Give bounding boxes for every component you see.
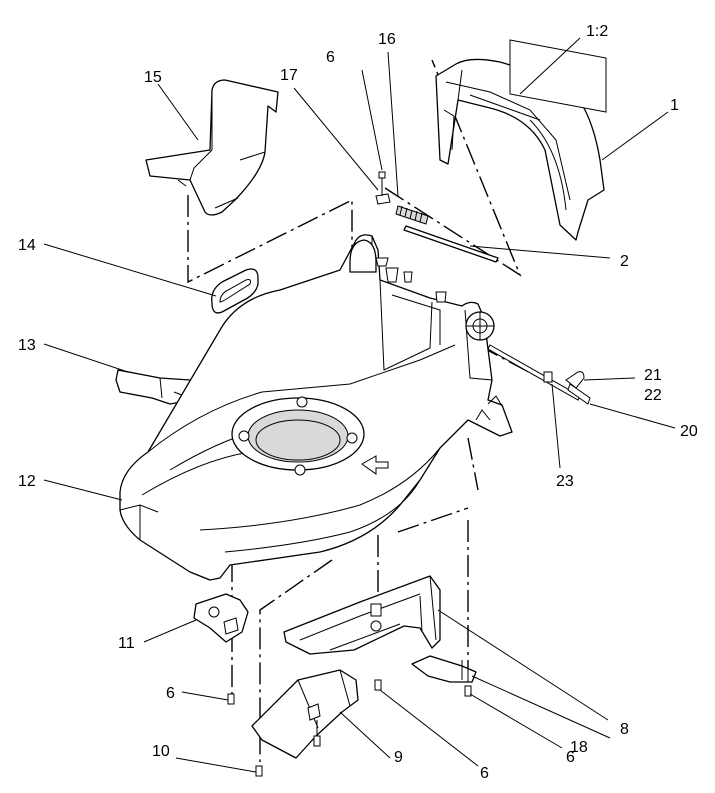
- callout-1-2: 1:2: [586, 23, 608, 40]
- part-16-spring: [395, 205, 429, 225]
- part-14-grommet: [211, 268, 259, 314]
- callout-1: 1: [670, 97, 679, 114]
- callout-2: 2: [620, 253, 629, 270]
- callout-22: 22: [644, 387, 662, 404]
- part-21-lever: [565, 371, 591, 405]
- callout-21: 21: [644, 367, 662, 384]
- part-23-axle: [487, 344, 581, 401]
- callout-6-right: 6: [566, 749, 575, 766]
- callout-6-top: 6: [326, 49, 335, 66]
- part-12-deck-housing: [119, 234, 513, 581]
- part-18-bracket: [411, 655, 477, 683]
- callout-12: 12: [18, 473, 36, 490]
- callout-6-left: 6: [166, 685, 175, 702]
- part-2-rod: [403, 225, 499, 263]
- part-11-pivot-block: [193, 593, 249, 643]
- callout-16: 16: [378, 31, 396, 48]
- callout-11: 11: [118, 635, 135, 652]
- callout-14: 14: [18, 237, 36, 254]
- callout-leader-lines: [43, 37, 676, 773]
- callout-10: 10: [152, 743, 170, 760]
- callout-15: 15: [144, 69, 162, 86]
- part-1-2-decal: [509, 39, 607, 113]
- callout-17: 17: [280, 67, 298, 84]
- callout-20: 20: [680, 423, 698, 440]
- callout-6-bottom: 6: [480, 765, 489, 782]
- callout-13: 13: [18, 337, 36, 354]
- part-17-bracket: [375, 171, 391, 267]
- callout-18: 18: [570, 739, 588, 756]
- part-9-discharge-chute: [251, 669, 359, 759]
- callout-8: 8: [620, 721, 629, 738]
- callout-23: 23: [556, 473, 574, 490]
- fastener-screws: [227, 679, 472, 777]
- part-1-rear-flap: [435, 58, 605, 241]
- part-15-rear-shield: [145, 79, 279, 216]
- part-8-rear-plate: [283, 575, 441, 655]
- callout-labels: 1 1:2 2 6 6 6 6 6 8 9 10 11 12 13 14 15 …: [18, 23, 698, 782]
- callout-9: 9: [394, 749, 403, 766]
